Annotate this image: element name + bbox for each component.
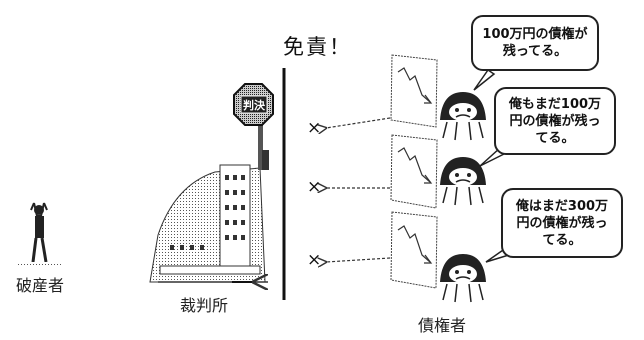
speech-line: 俺もまだ100万 bbox=[508, 96, 602, 112]
bankrupt-person-figure bbox=[18, 202, 62, 265]
cross-mark-2: × bbox=[307, 177, 322, 197]
cross-mark-3: × bbox=[307, 250, 322, 270]
diagram-title: 免責！ bbox=[283, 35, 352, 59]
creditor-2 bbox=[326, 134, 508, 209]
speech-line: てる。 bbox=[542, 232, 582, 248]
speech-line: てる。 bbox=[535, 130, 575, 146]
speech-line: 100万円の債権が bbox=[482, 27, 588, 42]
speech-line: 残ってる。 bbox=[502, 44, 568, 59]
creditors-label: 債権者 bbox=[418, 316, 467, 335]
speech-bubble-3: 俺はまだ300万 円の債権が残っ てる。 bbox=[501, 188, 623, 258]
bankrupt-label: 破産者 bbox=[16, 276, 65, 295]
speech-bubble-1: 100万円の債権が 残ってる。 bbox=[471, 15, 599, 71]
court-building bbox=[149, 164, 268, 282]
cross-mark-1: × bbox=[307, 118, 322, 138]
speech-line: 円の債権が残っ bbox=[509, 113, 601, 129]
speech-bubble-2: 俺もまだ100万 円の債権が残っ てる。 bbox=[494, 87, 616, 155]
speech-line: 円の債権が残っ bbox=[516, 215, 608, 231]
court-sign-text: 判決 bbox=[243, 99, 265, 112]
court-label: 裁判所 bbox=[180, 296, 229, 315]
speech-line: 俺はまだ300万 bbox=[515, 198, 609, 214]
creditor-1 bbox=[326, 54, 496, 141]
creditor-3 bbox=[326, 211, 514, 303]
court-sign bbox=[233, 83, 274, 170]
